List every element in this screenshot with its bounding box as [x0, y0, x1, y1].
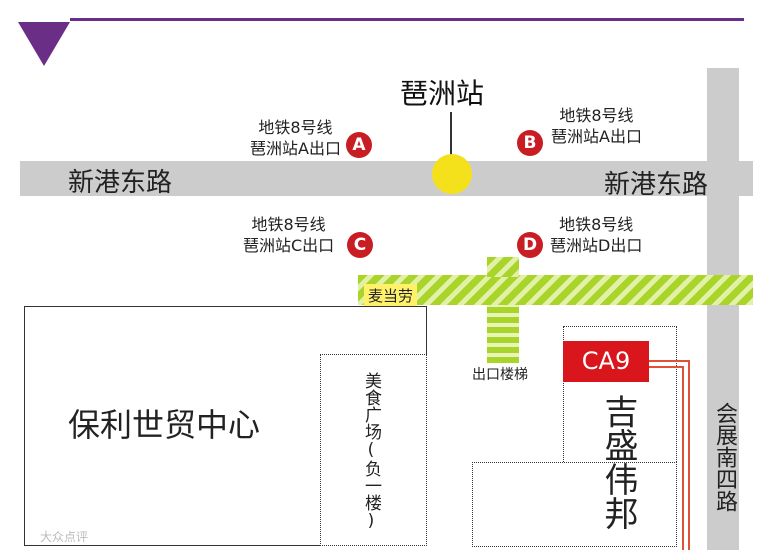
- watermark: 大众点评: [40, 530, 89, 544]
- exit-c-badge: C: [347, 232, 373, 258]
- jisheng-building-bottom: [472, 462, 677, 547]
- road-label-right: 新港东路: [604, 170, 709, 200]
- station-name: 琶洲站: [400, 77, 485, 110]
- exit-a-label: 地铁8号线 琶洲站A出口: [250, 117, 341, 159]
- exit-b-label: 地铁8号线 琶洲站A出口: [551, 105, 642, 147]
- exit-b-badge: B: [517, 130, 543, 156]
- station-pointer-line: [450, 112, 452, 158]
- exit-b-line2: 琶洲站A出口: [551, 127, 642, 146]
- exit-b-line1: 地铁8号线: [559, 106, 634, 125]
- poly-center-label: 保利世贸中心: [68, 406, 261, 444]
- exit-c-line2: 琶洲站C出口: [243, 236, 335, 255]
- exit-stairs-label: 出口楼梯: [472, 367, 528, 383]
- exit-a-badge: A: [346, 132, 372, 158]
- exit-a-line2: 琶洲站A出口: [250, 139, 341, 158]
- food-court-area: [320, 354, 427, 546]
- road-horizontal: [20, 161, 753, 196]
- jisheng-label: 吉盛伟邦: [598, 394, 638, 530]
- exit-stairs-graphic: [487, 305, 519, 363]
- exit-d-line1: 地铁8号线: [559, 215, 634, 234]
- road-label-vertical: 会展南四路: [712, 402, 737, 512]
- mcdonalds-label: 麦当劳: [364, 284, 418, 307]
- walkway-stair-top: [487, 257, 519, 277]
- exit-d-line2: 琶洲站D出口: [550, 236, 643, 255]
- exit-d-badge: D: [517, 232, 543, 258]
- ca9-route-lines: [649, 360, 690, 550]
- walkway-horizontal: [358, 275, 753, 305]
- ca9-sign: CA9: [563, 341, 649, 382]
- road-vertical: [707, 68, 739, 550]
- exit-c-line1: 地铁8号线: [251, 215, 326, 234]
- exit-c-label: 地铁8号线 琶洲站C出口: [243, 214, 334, 256]
- road-label-left: 新港东路: [68, 168, 173, 198]
- exit-a-line1: 地铁8号线: [258, 118, 333, 137]
- food-court-label: 美食广场(负一楼): [361, 372, 381, 531]
- exit-d-label: 地铁8号线 琶洲站D出口: [550, 214, 642, 256]
- top-accent-bar: [70, 18, 744, 21]
- station-dot: [432, 154, 472, 194]
- corner-triangle-icon: [18, 22, 70, 66]
